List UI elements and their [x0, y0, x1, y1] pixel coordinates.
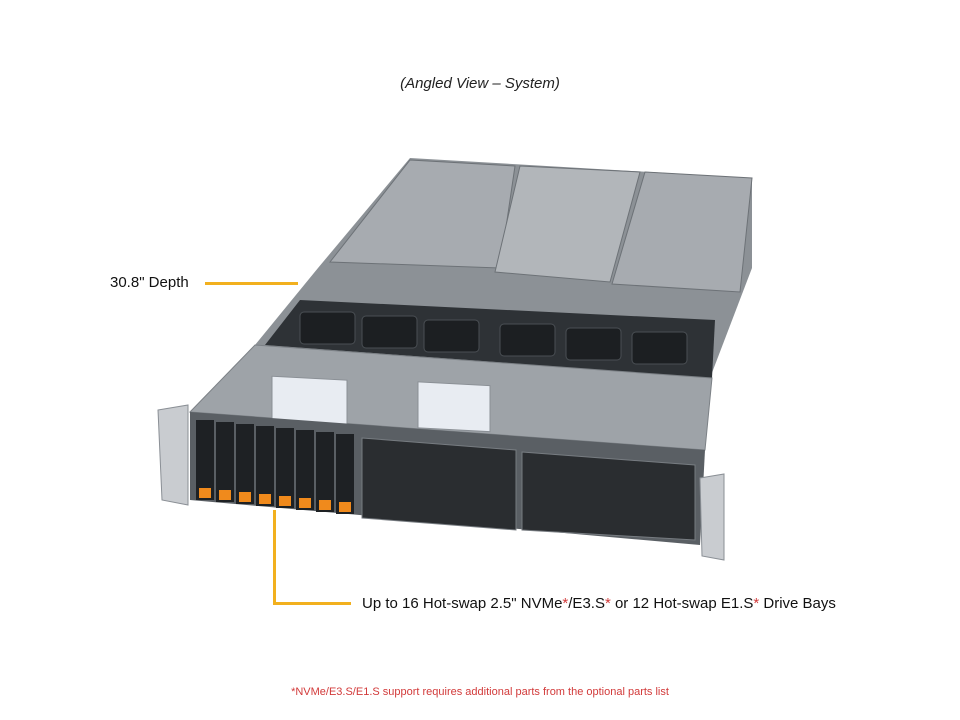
- service-label-left: [271, 375, 348, 426]
- blank-bay-panel-right: [521, 451, 696, 541]
- drive-bays: [196, 420, 354, 514]
- bays-text-part2: /E3.S: [568, 595, 605, 612]
- rack-ear-left: [157, 404, 189, 506]
- drive-latches: [199, 488, 351, 512]
- air-shroud-center: [494, 165, 641, 283]
- support-footnote: *NVMe/E3.S/E1.S support requires additio…: [291, 686, 669, 698]
- bays-asterisk-1: *: [562, 595, 569, 612]
- air-shroud-right: [611, 171, 753, 293]
- drive-bays-callout-label: Up to 16 Hot-swap 2.5" NVMe*/E3.S* or 12…: [362, 595, 836, 612]
- service-label-right: [417, 381, 491, 433]
- bays-text-part1: Up to 16 Hot-swap 2.5" NVMe: [362, 595, 563, 612]
- depth-leader-line: [205, 282, 298, 285]
- blank-bay-panel-left: [361, 437, 517, 531]
- bays-leader-horizontal: [273, 602, 351, 605]
- bays-text-part3: or 12 Hot-swap E1.S: [610, 595, 754, 612]
- fans: [299, 311, 688, 365]
- bays-text-part4: Drive Bays: [759, 595, 836, 612]
- air-shroud-left: [328, 159, 516, 269]
- bays-asterisk-3: *: [753, 595, 760, 612]
- bays-leader-vertical: [273, 510, 276, 605]
- figure-caption: (Angled View – System): [400, 75, 560, 92]
- bays-asterisk-2: *: [604, 595, 611, 612]
- depth-callout-label: 30.8" Depth: [110, 274, 189, 291]
- rack-ear-right: [699, 473, 725, 561]
